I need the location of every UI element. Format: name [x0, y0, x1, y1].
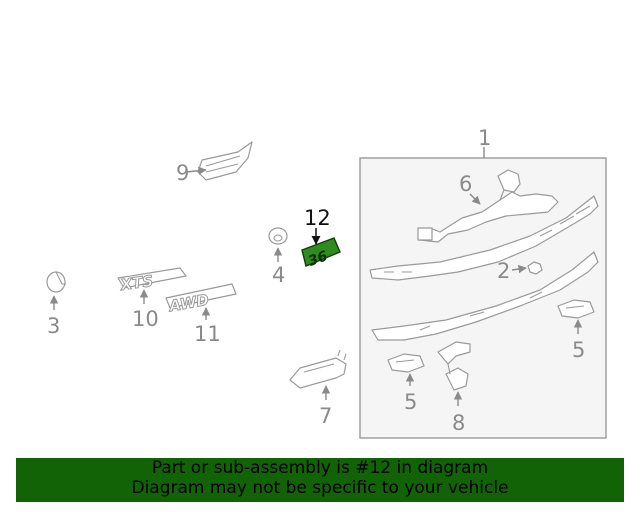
callout-5-right: 5: [572, 338, 585, 362]
part-9-badge[interactable]: [197, 141, 253, 181]
part-5-lamp-right[interactable]: [557, 299, 595, 319]
callout-7: 7: [319, 404, 332, 428]
part-3-nut[interactable]: [46, 271, 66, 293]
part-8-socket[interactable]: [437, 341, 471, 391]
part-12-emblem[interactable]: 36: [301, 237, 341, 270]
callout-2: 2: [497, 259, 510, 283]
part-10-xts-emblem[interactable]: XTS: [117, 267, 187, 295]
part-2-clip[interactable]: [527, 261, 543, 275]
callout-8: 8: [452, 411, 465, 435]
callout-3: 3: [47, 314, 60, 338]
part-12-emblem-text: 36: [306, 248, 330, 270]
xts-emblem-text: XTS: [118, 272, 154, 295]
part-5-lamp-lower[interactable]: [387, 353, 425, 373]
part-4-grommet[interactable]: [268, 227, 288, 245]
callout-12: 12: [304, 206, 331, 230]
garnish-rail-upper[interactable]: [369, 195, 599, 281]
info-banner: Part or sub-assembly is #12 in diagram D…: [16, 458, 624, 502]
callout-5-lower: 5: [404, 390, 417, 414]
part-6-bracket[interactable]: [417, 169, 559, 243]
garnish-rail-lower[interactable]: [371, 251, 599, 341]
banner-line-2: Diagram may not be specific to your vehi…: [131, 478, 509, 498]
part-7-lamp-housing[interactable]: [289, 349, 347, 389]
callout-4: 4: [272, 263, 285, 287]
callout-9: 9: [176, 161, 189, 185]
callout-11: 11: [194, 322, 221, 346]
banner-line-1: Part or sub-assembly is #12 in diagram: [151, 458, 489, 478]
callout-1: 1: [478, 126, 491, 150]
awd-emblem-text: AWD: [167, 291, 210, 316]
assembly-box: [359, 147, 607, 439]
part-11-awd-emblem[interactable]: AWD: [165, 283, 237, 316]
callout-10: 10: [132, 307, 159, 331]
callout-6: 6: [459, 172, 472, 196]
